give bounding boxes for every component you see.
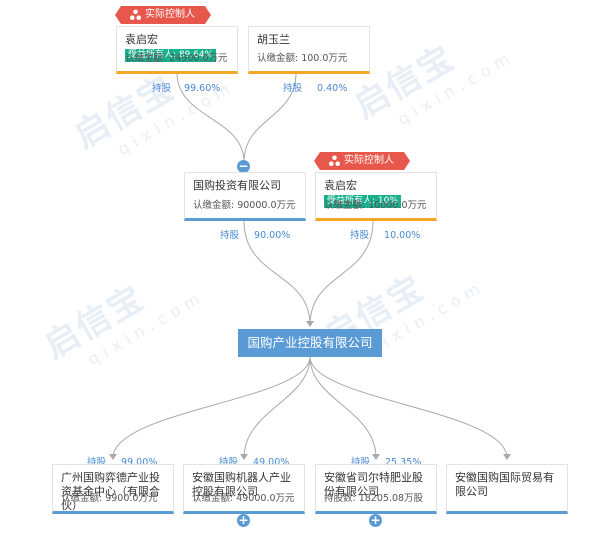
shareholder-name: 国购投资有限公司 bbox=[193, 179, 281, 192]
subscribed-amount: 认缴金额: 9900.0万元 bbox=[61, 493, 158, 504]
investee-name: 广州国购弈德产业投资基金中心（有限合伙） bbox=[61, 471, 160, 512]
shareholder-node[interactable]: 国购投资有限公司 认缴金额: 90000.0万元 bbox=[184, 172, 306, 221]
edge-label: 持股 0.40% bbox=[283, 83, 348, 94]
subscribed-amount: 认缴金额: 90000.0万元 bbox=[193, 200, 296, 211]
beneficial-owner-badge: 受益所有人: 10% bbox=[324, 195, 401, 208]
edge-label: 持股 90.00% bbox=[220, 230, 291, 241]
shareholder-node[interactable]: 袁启宏 受益所有人: 89.64% 认缴金额: 24900.0万元 bbox=[116, 26, 238, 74]
subscribed-amount: 认缴金额: 100.0万元 bbox=[257, 53, 348, 64]
investee-node[interactable]: 安徽国购机器人产业控股有限公司 认缴金额: 49000.0万元 bbox=[183, 464, 305, 514]
edge-label: 持股 25.35% bbox=[351, 457, 422, 468]
subscribed-amount: 认缴金额: 10000.0万元 bbox=[324, 200, 427, 211]
actual-controller-tag: 实际控制人 bbox=[115, 6, 211, 24]
investee-node[interactable]: 安徽国购国际贸易有限公司 bbox=[446, 464, 568, 514]
shareholder-node[interactable]: 胡玉兰 认缴金额: 100.0万元 bbox=[248, 26, 370, 74]
shareholder-node[interactable]: 袁启宏 受益所有人: 10% 认缴金额: 10000.0万元 bbox=[315, 172, 437, 221]
shareholder-name: 袁启宏 bbox=[324, 179, 357, 192]
edge-label: 持股 49.00% bbox=[219, 457, 290, 468]
investee-node[interactable]: 广州国购弈德产业投资基金中心（有限合伙） 认缴金额: 9900.0万元 bbox=[52, 464, 174, 514]
actual-controller-tag: 实际控制人 bbox=[314, 152, 410, 170]
edge-label: 持股 10.00% bbox=[350, 230, 421, 241]
subscribed-amount: 认缴金额: 49000.0万元 bbox=[192, 493, 295, 504]
controller-tag-label: 实际控制人 bbox=[344, 155, 394, 166]
collapse-button[interactable]: − bbox=[237, 159, 250, 173]
beneficial-owner-badge: 受益所有人: 89.64% bbox=[125, 49, 217, 62]
investee-name: 安徽省司尔特肥业股份有限公司 bbox=[324, 471, 423, 498]
person-icon bbox=[130, 9, 141, 20]
controller-tag-label: 实际控制人 bbox=[145, 9, 195, 20]
share-count: 持股数: 18205.08万股 bbox=[324, 493, 424, 504]
edge-label: 持股 99.00% bbox=[87, 457, 158, 468]
expand-button[interactable]: + bbox=[369, 513, 382, 527]
edge-label: 持股 99.60% bbox=[152, 83, 221, 94]
investee-node[interactable]: 安徽省司尔特肥业股份有限公司 持股数: 18205.08万股 bbox=[315, 464, 437, 514]
main-company-node[interactable]: 国购产业控股有限公司 bbox=[238, 329, 382, 357]
shareholder-name: 袁启宏 bbox=[125, 33, 158, 46]
shareholder-name: 胡玉兰 bbox=[257, 33, 290, 46]
investee-name: 安徽国购机器人产业控股有限公司 bbox=[192, 471, 291, 498]
expand-button[interactable]: + bbox=[237, 513, 250, 527]
investee-name: 安徽国购国际贸易有限公司 bbox=[455, 471, 554, 498]
subscribed-amount: 认缴金额: 24900.0万元 bbox=[125, 53, 228, 64]
person-icon bbox=[329, 155, 340, 166]
